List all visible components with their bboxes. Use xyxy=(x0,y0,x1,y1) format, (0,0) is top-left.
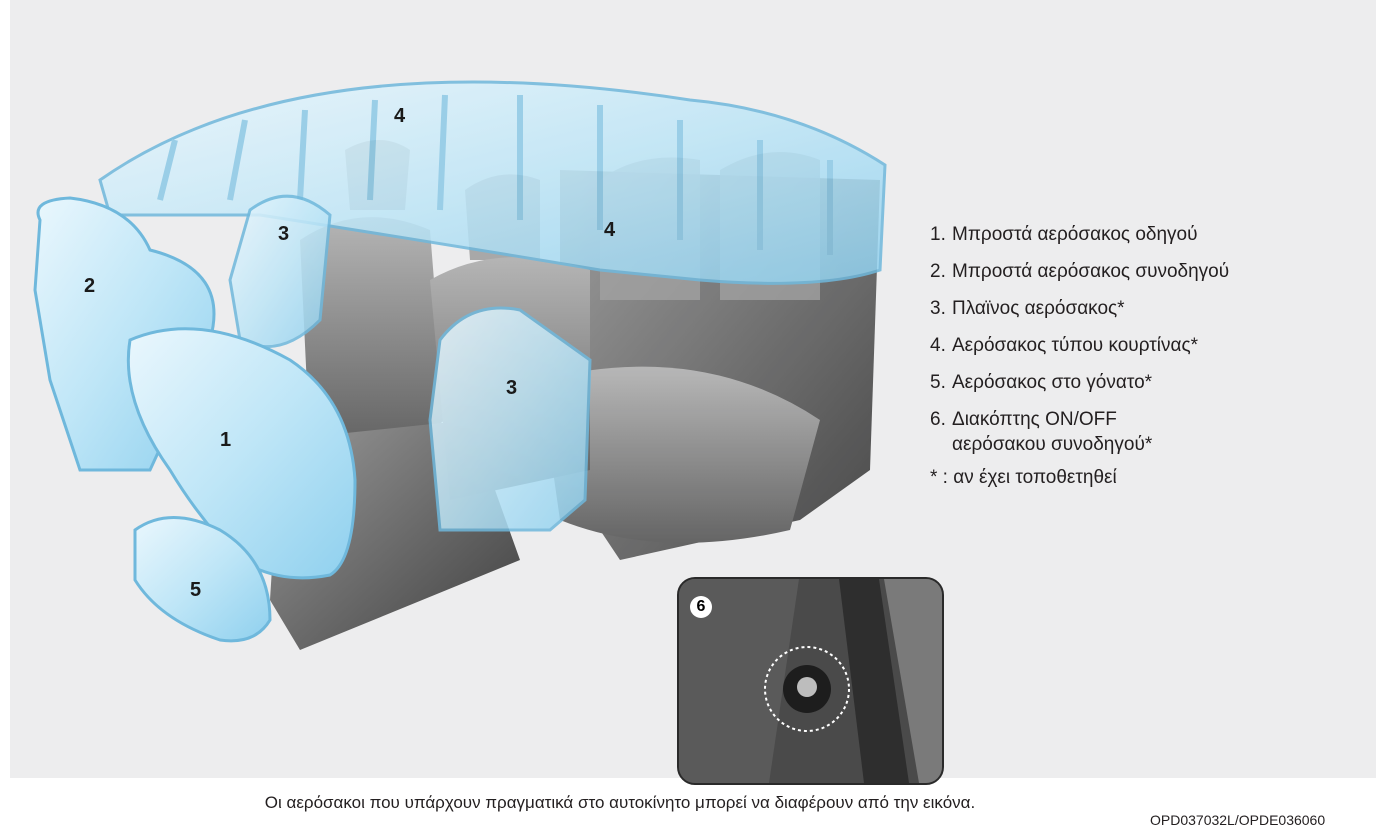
legend-item: 2.Μπροστά αερόσακος συνοδηγού xyxy=(930,259,1370,284)
curtain-airbag xyxy=(100,82,885,283)
legend-item: 6.Διακόπτης ON/OFF αερόσακου συνοδηγού* xyxy=(930,407,1192,457)
figure-caption: Οι αερόσακοι που υπάρχουν πραγματικά στο… xyxy=(0,793,1240,813)
airbag-legend: 1.Μπροστά αερόσακος οδηγού 2.Μπροστά αερ… xyxy=(930,222,1370,502)
legend-item: 1.Μπροστά αερόσακος οδηγού xyxy=(930,222,1370,247)
callout-1: 1 xyxy=(220,429,231,451)
callout-5: 5 xyxy=(190,579,201,601)
callout-3-passenger: 3 xyxy=(506,377,517,399)
switch-inset-drawing xyxy=(679,579,942,783)
callout-2: 2 xyxy=(84,275,95,297)
switch-knob-icon xyxy=(797,677,817,697)
inset-number-badge: 6 xyxy=(690,596,712,618)
legend-item: 4.Αερόσακος τύπου κουρτίνας* xyxy=(930,333,1370,358)
callout-4-top: 4 xyxy=(394,105,406,127)
callout-4-right: 4 xyxy=(604,219,616,241)
callout-3-left: 3 xyxy=(278,223,289,245)
figure-code: OPD037032L/OPDE036060 xyxy=(1150,812,1325,828)
switch-inset xyxy=(677,577,944,785)
legend-item: 3.Πλαϊνος αερόσακος* xyxy=(930,296,1370,321)
side-airbag-passenger xyxy=(430,308,590,530)
side-airbag-left xyxy=(230,196,330,347)
legend-note: * : αν έχει τοποθετηθεί xyxy=(930,465,1370,490)
legend-item: 5.Αερόσακος στο γόνατο* xyxy=(930,370,1370,395)
